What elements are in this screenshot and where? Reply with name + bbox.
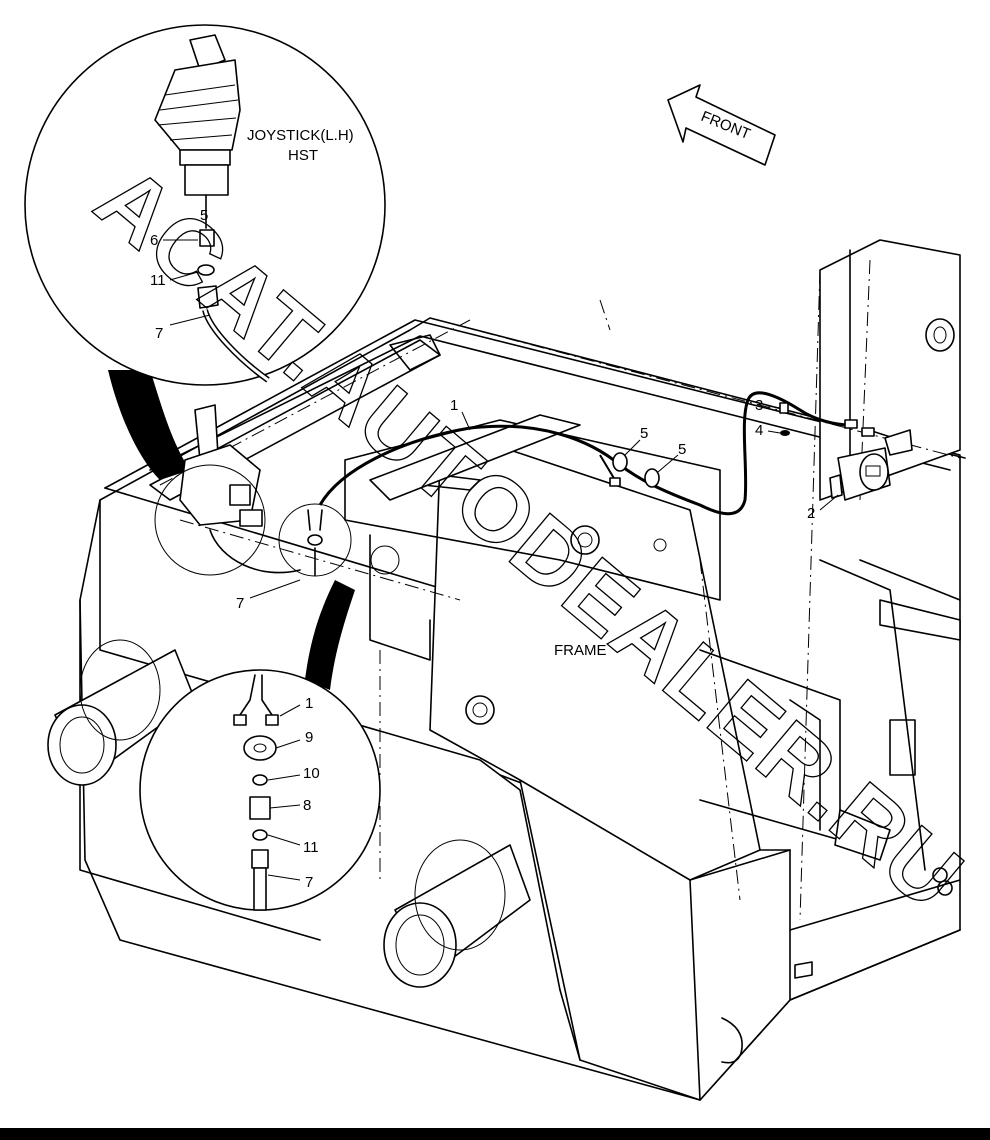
joystick-title-line1: JOYSTICK(L.H) — [247, 127, 354, 144]
labels: JOYSTICK(L.H) HST FRONT FRAME 5 6 11 7 1… — [150, 108, 815, 891]
axle-tubes — [47, 639, 531, 988]
callout-bottom-7: 7 — [305, 874, 313, 891]
wiring-harness — [318, 391, 913, 516]
front-direction-arrow — [667, 84, 776, 166]
callout-bottom-10: 10 — [303, 765, 320, 782]
callout-main-7: 7 — [236, 595, 244, 612]
frame-body — [79, 239, 966, 1101]
callout-top-11: 11 — [150, 272, 166, 289]
callout-main-3: 3 — [755, 397, 763, 414]
callout-bottom-11: 11 — [303, 839, 319, 856]
joystick-detail-view — [24, 24, 386, 480]
callout-top-6: 6 — [150, 232, 158, 249]
callout-main-4: 4 — [755, 422, 763, 439]
joystick-title-line2: HST — [288, 147, 318, 164]
switch-location-circle — [278, 503, 352, 577]
joystick-assembly — [154, 404, 301, 576]
frame-label: FRAME — [554, 642, 607, 659]
callout-main-5a: 5 — [640, 425, 648, 442]
callout-main-1: 1 — [450, 397, 458, 414]
callout-main-5b: 5 — [678, 441, 686, 458]
callout-top-5: 5 — [200, 207, 208, 224]
callout-bottom-1: 1 — [305, 695, 313, 712]
callout-bottom-8: 8 — [303, 797, 311, 814]
callout-main-2: 2 — [807, 505, 815, 522]
callout-bottom-9: 9 — [305, 729, 313, 746]
pressure-switch-detail-view — [139, 580, 381, 911]
callout-top-7: 7 — [155, 325, 163, 342]
main-leaders — [249, 405, 839, 599]
